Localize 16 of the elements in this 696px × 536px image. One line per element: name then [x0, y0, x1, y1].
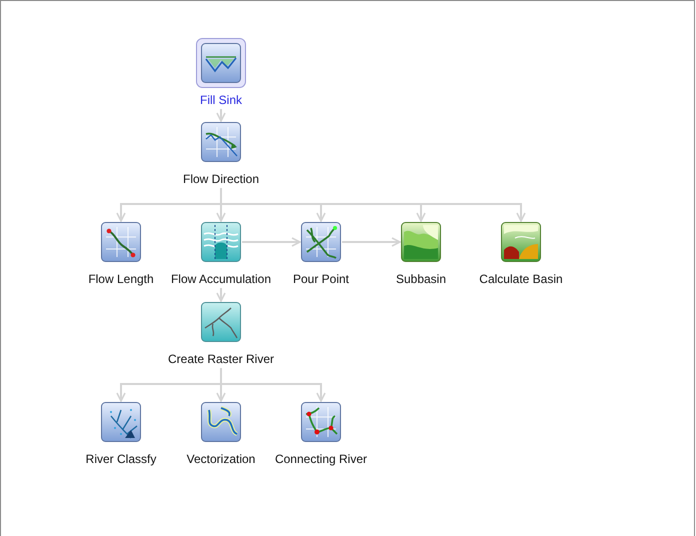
node-label: Calculate Basin: [479, 272, 563, 286]
node-label: Connecting River: [274, 452, 368, 466]
arrow: [220, 188, 526, 222]
node-label: Flow Direction: [182, 172, 260, 186]
node-label: Pour Point: [292, 272, 350, 286]
node-label: Vectorization: [186, 452, 256, 466]
node-label: Flow Length: [88, 272, 154, 286]
node-label: Create Raster River: [168, 352, 274, 366]
node-label: River Classfy: [86, 452, 156, 466]
arrow: [342, 237, 401, 247]
node-label: Fill Sink: [200, 93, 242, 107]
node-label: Subbasin: [396, 272, 446, 286]
arrow: [216, 109, 226, 122]
arrow: [242, 237, 301, 247]
arrow: [216, 288, 226, 302]
node-label: Flow Accumulation: [170, 272, 272, 286]
